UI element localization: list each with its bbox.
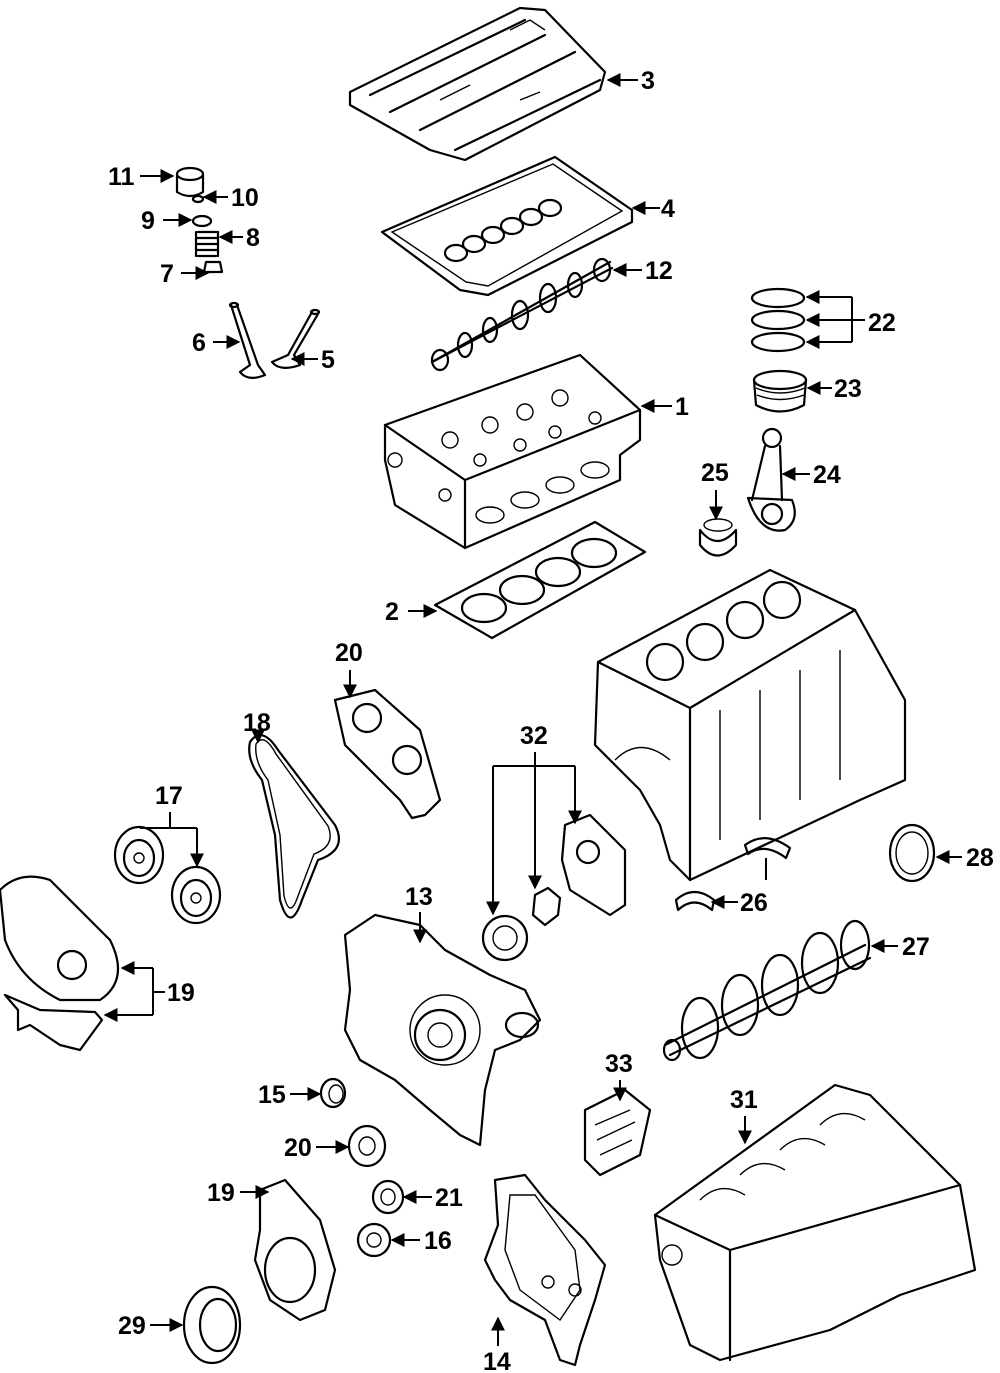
- callout-10: 10: [231, 184, 259, 212]
- engine-block-part: [593, 568, 907, 882]
- rear-main-seal-part: [888, 823, 936, 883]
- camshaft-part: [430, 257, 614, 372]
- callout-leaders: [103, 73, 962, 1346]
- oil-pan-part: [653, 1083, 977, 1362]
- callout-14: 14: [483, 1348, 511, 1373]
- rod-bearing-part: [698, 518, 738, 557]
- callout-23: 22: [868, 309, 896, 337]
- callout-7: 7: [160, 260, 174, 288]
- callout-26: 25: [701, 459, 729, 487]
- callout-22: 21: [435, 1184, 463, 1212]
- oil-pump-inner-rotor-part: [531, 886, 562, 927]
- callout-27: 26: [740, 889, 768, 917]
- callout-29: 28: [966, 844, 994, 872]
- lower-cover-gasket-part: [483, 1173, 607, 1367]
- valve-cover-gasket-part: [380, 155, 634, 297]
- callout-28: 27: [902, 933, 930, 961]
- callout-6: 6: [192, 329, 206, 357]
- oil-cooler-plate-part: [583, 1088, 652, 1177]
- callout-12: 12: [645, 257, 673, 285]
- tensioner-part: [371, 1179, 405, 1215]
- exhaust-valve-part: [228, 301, 267, 379]
- valve-cover-part: [348, 6, 607, 162]
- callout-30: 29: [118, 1312, 146, 1340]
- oil-pump-cover-part: [560, 813, 627, 917]
- spring-retainer-part: [191, 214, 213, 228]
- valve-keeper-part: [191, 194, 205, 204]
- oil-pump-outer-rotor-part: [481, 914, 529, 962]
- callout-20: 20: [335, 639, 363, 667]
- timing-cover-upper-part: [333, 688, 442, 820]
- cap-seal-part: [319, 1077, 347, 1109]
- piston-rings-part: [750, 287, 806, 353]
- callout-17: 17: [155, 782, 183, 810]
- piston-part: [752, 369, 808, 413]
- callout-32: 32: [520, 722, 548, 750]
- outer-timing-cover-part: [0, 875, 120, 1052]
- valve-seal-part: [202, 260, 224, 274]
- callout-16: 16: [424, 1227, 452, 1255]
- idler-pulley-part: [347, 1124, 387, 1168]
- callout-9: 9: [141, 207, 155, 235]
- valve-lifter-part: [175, 166, 205, 198]
- cam-sprocket-part: [113, 825, 222, 925]
- callout-1: 1: [675, 393, 689, 421]
- callout-5: 5: [321, 346, 335, 374]
- callout-15: 15: [258, 1081, 286, 1109]
- valve-spring-part: [194, 230, 220, 258]
- head-gasket-part: [433, 520, 647, 640]
- callout-19b: 19: [207, 1179, 235, 1207]
- callout-31: 31: [730, 1086, 758, 1114]
- callout-11: 11: [108, 163, 135, 191]
- connecting-rod-part: [746, 427, 796, 532]
- callout-2: 2: [385, 598, 399, 626]
- lower-timing-cover-part: [253, 1178, 337, 1322]
- crank-pulley-part: [182, 1285, 242, 1365]
- callout-33: 33: [605, 1050, 633, 1078]
- callout-3: 3: [641, 67, 655, 95]
- front-cover-assembly-part: [343, 913, 542, 1147]
- callout-21: 20: [284, 1134, 312, 1162]
- callout-4: 4: [661, 195, 675, 223]
- crank-sprocket-part: [356, 1222, 392, 1258]
- main-bearing-part: [674, 837, 792, 912]
- callout-18: 18: [243, 709, 271, 737]
- callout-19a: 19: [167, 979, 195, 1007]
- callout-24: 23: [834, 375, 862, 403]
- callout-labels: 3 4 12 1 2 11 10 9 8 7 6 5 22 23 24 25 2…: [108, 67, 994, 1373]
- cylinder-head-part: [383, 353, 642, 550]
- callout-13: 13: [405, 883, 433, 911]
- callout-8: 8: [246, 224, 260, 252]
- callout-25: 24: [813, 461, 841, 489]
- crankshaft-part: [662, 919, 872, 1062]
- timing-belt-part: [248, 734, 340, 919]
